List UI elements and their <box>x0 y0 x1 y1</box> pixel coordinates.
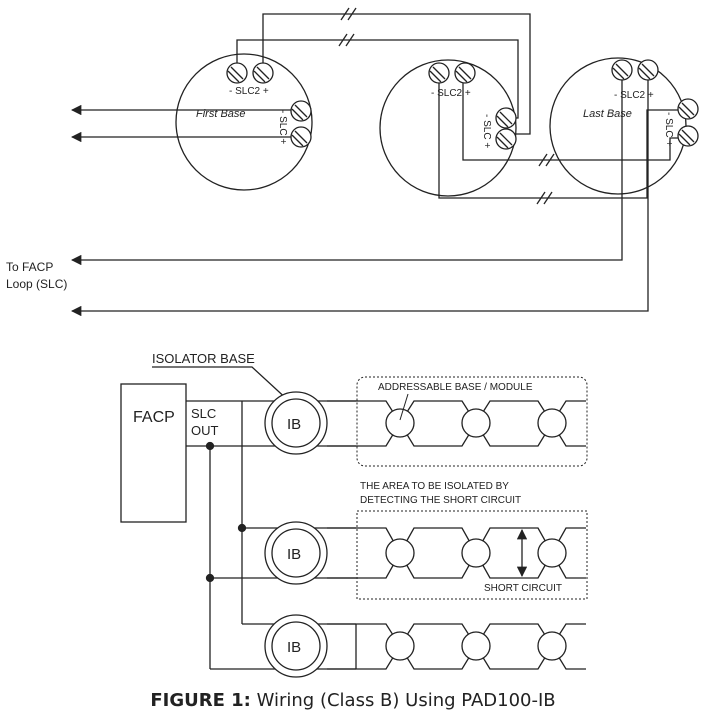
middle-slc-label: - SLC + <box>481 114 492 148</box>
terminal <box>495 107 517 129</box>
terminal <box>252 62 274 84</box>
device-chain-row-1 <box>327 400 586 447</box>
middle-slc2-label: - SLC2 + <box>431 88 471 99</box>
area-label-line2: DETECTING THE SHORT CIRCUIT <box>360 495 521 506</box>
terminal <box>454 62 476 84</box>
addressable-label: ADDRESSABLE BASE / MODULE <box>378 382 533 393</box>
last-base-label: Last Base <box>583 108 632 120</box>
isolated-area-region <box>356 510 588 600</box>
first-slc2-label: - SLC2 + <box>229 86 269 97</box>
return-wire-1 <box>70 72 623 266</box>
slc-label: SLC <box>191 406 216 421</box>
terminal <box>290 126 312 148</box>
terminal <box>495 128 517 150</box>
facp-box <box>120 383 187 523</box>
terminal <box>677 125 699 147</box>
mid-to-last-wire-2 <box>438 73 686 199</box>
isolator-base-label: ISOLATOR BASE <box>152 351 255 366</box>
ib-row-1 <box>264 391 328 455</box>
ib-label-3: IB <box>287 639 301 656</box>
terminal <box>637 59 659 81</box>
caption-bold: FIGURE 1: <box>150 690 251 711</box>
last-slc-label: - SLC + <box>663 112 674 146</box>
top-wiring <box>70 7 687 317</box>
facp-label: FACP <box>133 409 175 426</box>
short-circuit-label: SHORT CIRCUIT <box>484 583 562 594</box>
slc2-wire-inner <box>236 39 519 119</box>
ib-label-1: IB <box>287 416 301 433</box>
ib-row-2 <box>264 521 328 585</box>
return-wire-2 <box>70 72 649 317</box>
slc2-wire-outer <box>262 13 531 135</box>
ib-label-2: IB <box>287 546 301 563</box>
terminal <box>226 62 248 84</box>
caption-text: Wiring (Class B) Using PAD100-IB <box>251 690 556 711</box>
first-base-circle <box>175 53 313 191</box>
isolator-callout <box>152 366 291 403</box>
terminal <box>290 100 312 122</box>
terminal <box>677 98 699 120</box>
last-slc2-label: - SLC2 + <box>614 90 654 101</box>
figure-caption: FIGURE 1: Wiring (Class B) Using PAD100-… <box>150 690 555 711</box>
first-base-label: First Base <box>196 108 246 120</box>
terminal <box>611 59 633 81</box>
terminal <box>428 62 450 84</box>
to-facp-label: To FACP <box>6 260 53 274</box>
out-label: OUT <box>191 423 219 438</box>
terminals <box>226 59 699 150</box>
first-slc-label: - SLC + <box>277 110 288 144</box>
device-chain-row-3 <box>327 623 586 670</box>
ib-row-3 <box>264 614 328 678</box>
loop-slc-label: Loop (SLC) <box>6 277 67 291</box>
area-label-line1: THE AREA TO BE ISOLATED BY <box>360 481 509 492</box>
device-chain-row-2 <box>327 527 586 579</box>
middle-base-circle <box>379 59 517 197</box>
mid-to-last-wire-1 <box>462 73 686 161</box>
